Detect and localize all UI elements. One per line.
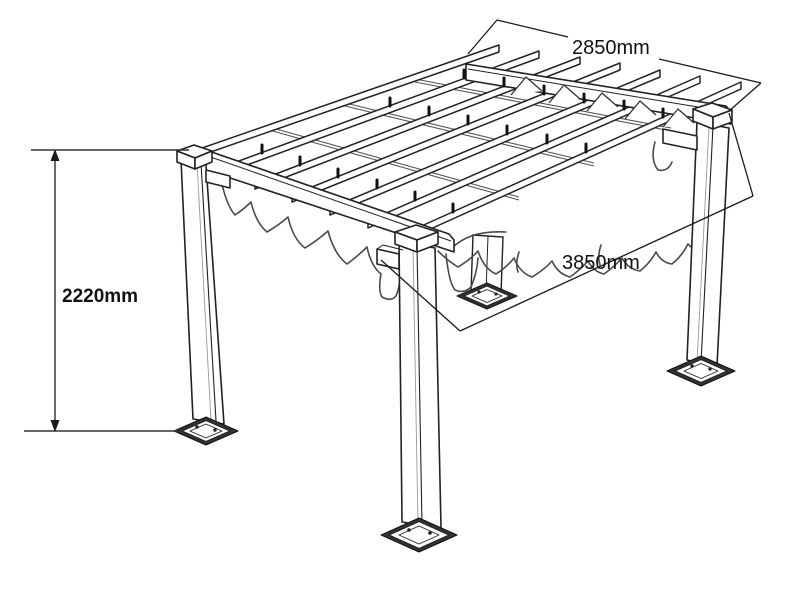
plate-bolt [213, 428, 217, 432]
plate-inner [181, 419, 231, 443]
plate-center [471, 289, 503, 303]
plate-bolt [428, 531, 432, 535]
fold-triangle [624, 100, 657, 120]
fold-triangle [662, 108, 695, 128]
depth-label: 3850mm [562, 252, 640, 274]
rafters [178, 44, 742, 241]
near-post [376, 224, 442, 529]
rafter [178, 44, 500, 164]
canopy-hem-over-rear-post [451, 231, 507, 249]
plate-bolt [494, 292, 498, 296]
plate-center [683, 363, 719, 379]
dimension-top-width [467, 19, 762, 112]
left-post-cap-right [194, 150, 213, 170]
canopy-fabric [221, 141, 710, 301]
near-post-bracket-top-edge2 [382, 244, 404, 251]
rear-base-plate [456, 282, 518, 310]
width-dimension-line-left [496, 19, 569, 38]
depth-leader-right [728, 112, 754, 197]
plate-bolt [477, 290, 481, 294]
right-post-highlight [696, 125, 710, 364]
arrowhead-down [50, 420, 60, 432]
right-post-bracket [662, 128, 698, 151]
width-dimension-line-right [658, 58, 762, 84]
near-post-highlight [412, 245, 419, 526]
canopy-fold-1 [515, 251, 520, 273]
canopy-fold-near-post [445, 253, 479, 293]
dimension-height [24, 149, 189, 432]
left-post-highlight [196, 162, 212, 422]
right-base-plate [666, 355, 736, 387]
left-post [176, 144, 231, 425]
width-leader-left [467, 19, 498, 55]
rail [414, 81, 672, 132]
base-plates [173, 282, 736, 553]
rear-beam-topface-edge [467, 68, 729, 113]
left-post-body [180, 159, 225, 425]
right-post [662, 102, 733, 367]
canopy-fold-2 [597, 244, 602, 266]
plate-bolt [690, 364, 694, 368]
dimension-depth [380, 112, 754, 332]
plate-inner [674, 358, 728, 384]
rafter-pegs [260, 68, 665, 214]
near-post-cap-right [416, 231, 439, 253]
near-base-plate [380, 517, 458, 553]
canopy-scalloped-edge-left [221, 183, 403, 301]
right-post-body [686, 121, 730, 367]
plate-inner [463, 285, 511, 307]
canopy-fold-right-post [652, 141, 673, 172]
canopy-rear-folds [510, 76, 695, 128]
near-post-bracket-top-edge [376, 244, 384, 250]
near-post-bracket [376, 248, 400, 270]
left-base-plate [173, 416, 239, 446]
canopy-scalloped-edge-right [437, 223, 710, 278]
fold-triangle [586, 92, 619, 112]
depth-leader-left [380, 259, 461, 332]
arrowhead-up [50, 149, 60, 161]
height-label: 2220mm [62, 286, 138, 307]
left-post-corner-edge [200, 162, 217, 422]
width-leader-right [728, 82, 762, 112]
fold-triangle [548, 84, 581, 104]
plate-bolt [195, 425, 199, 429]
fold-triangle [510, 76, 543, 96]
plate-inner [388, 520, 450, 550]
plate-center [189, 423, 223, 439]
depth-dimension-line [459, 195, 754, 332]
top-width-label: 2850mm [572, 37, 650, 59]
plate-center [398, 525, 440, 545]
right-post-corner-edge [700, 125, 714, 364]
left-post-bracket [205, 169, 231, 189]
plate-bolt [708, 367, 712, 371]
plate-bolt [407, 528, 411, 532]
